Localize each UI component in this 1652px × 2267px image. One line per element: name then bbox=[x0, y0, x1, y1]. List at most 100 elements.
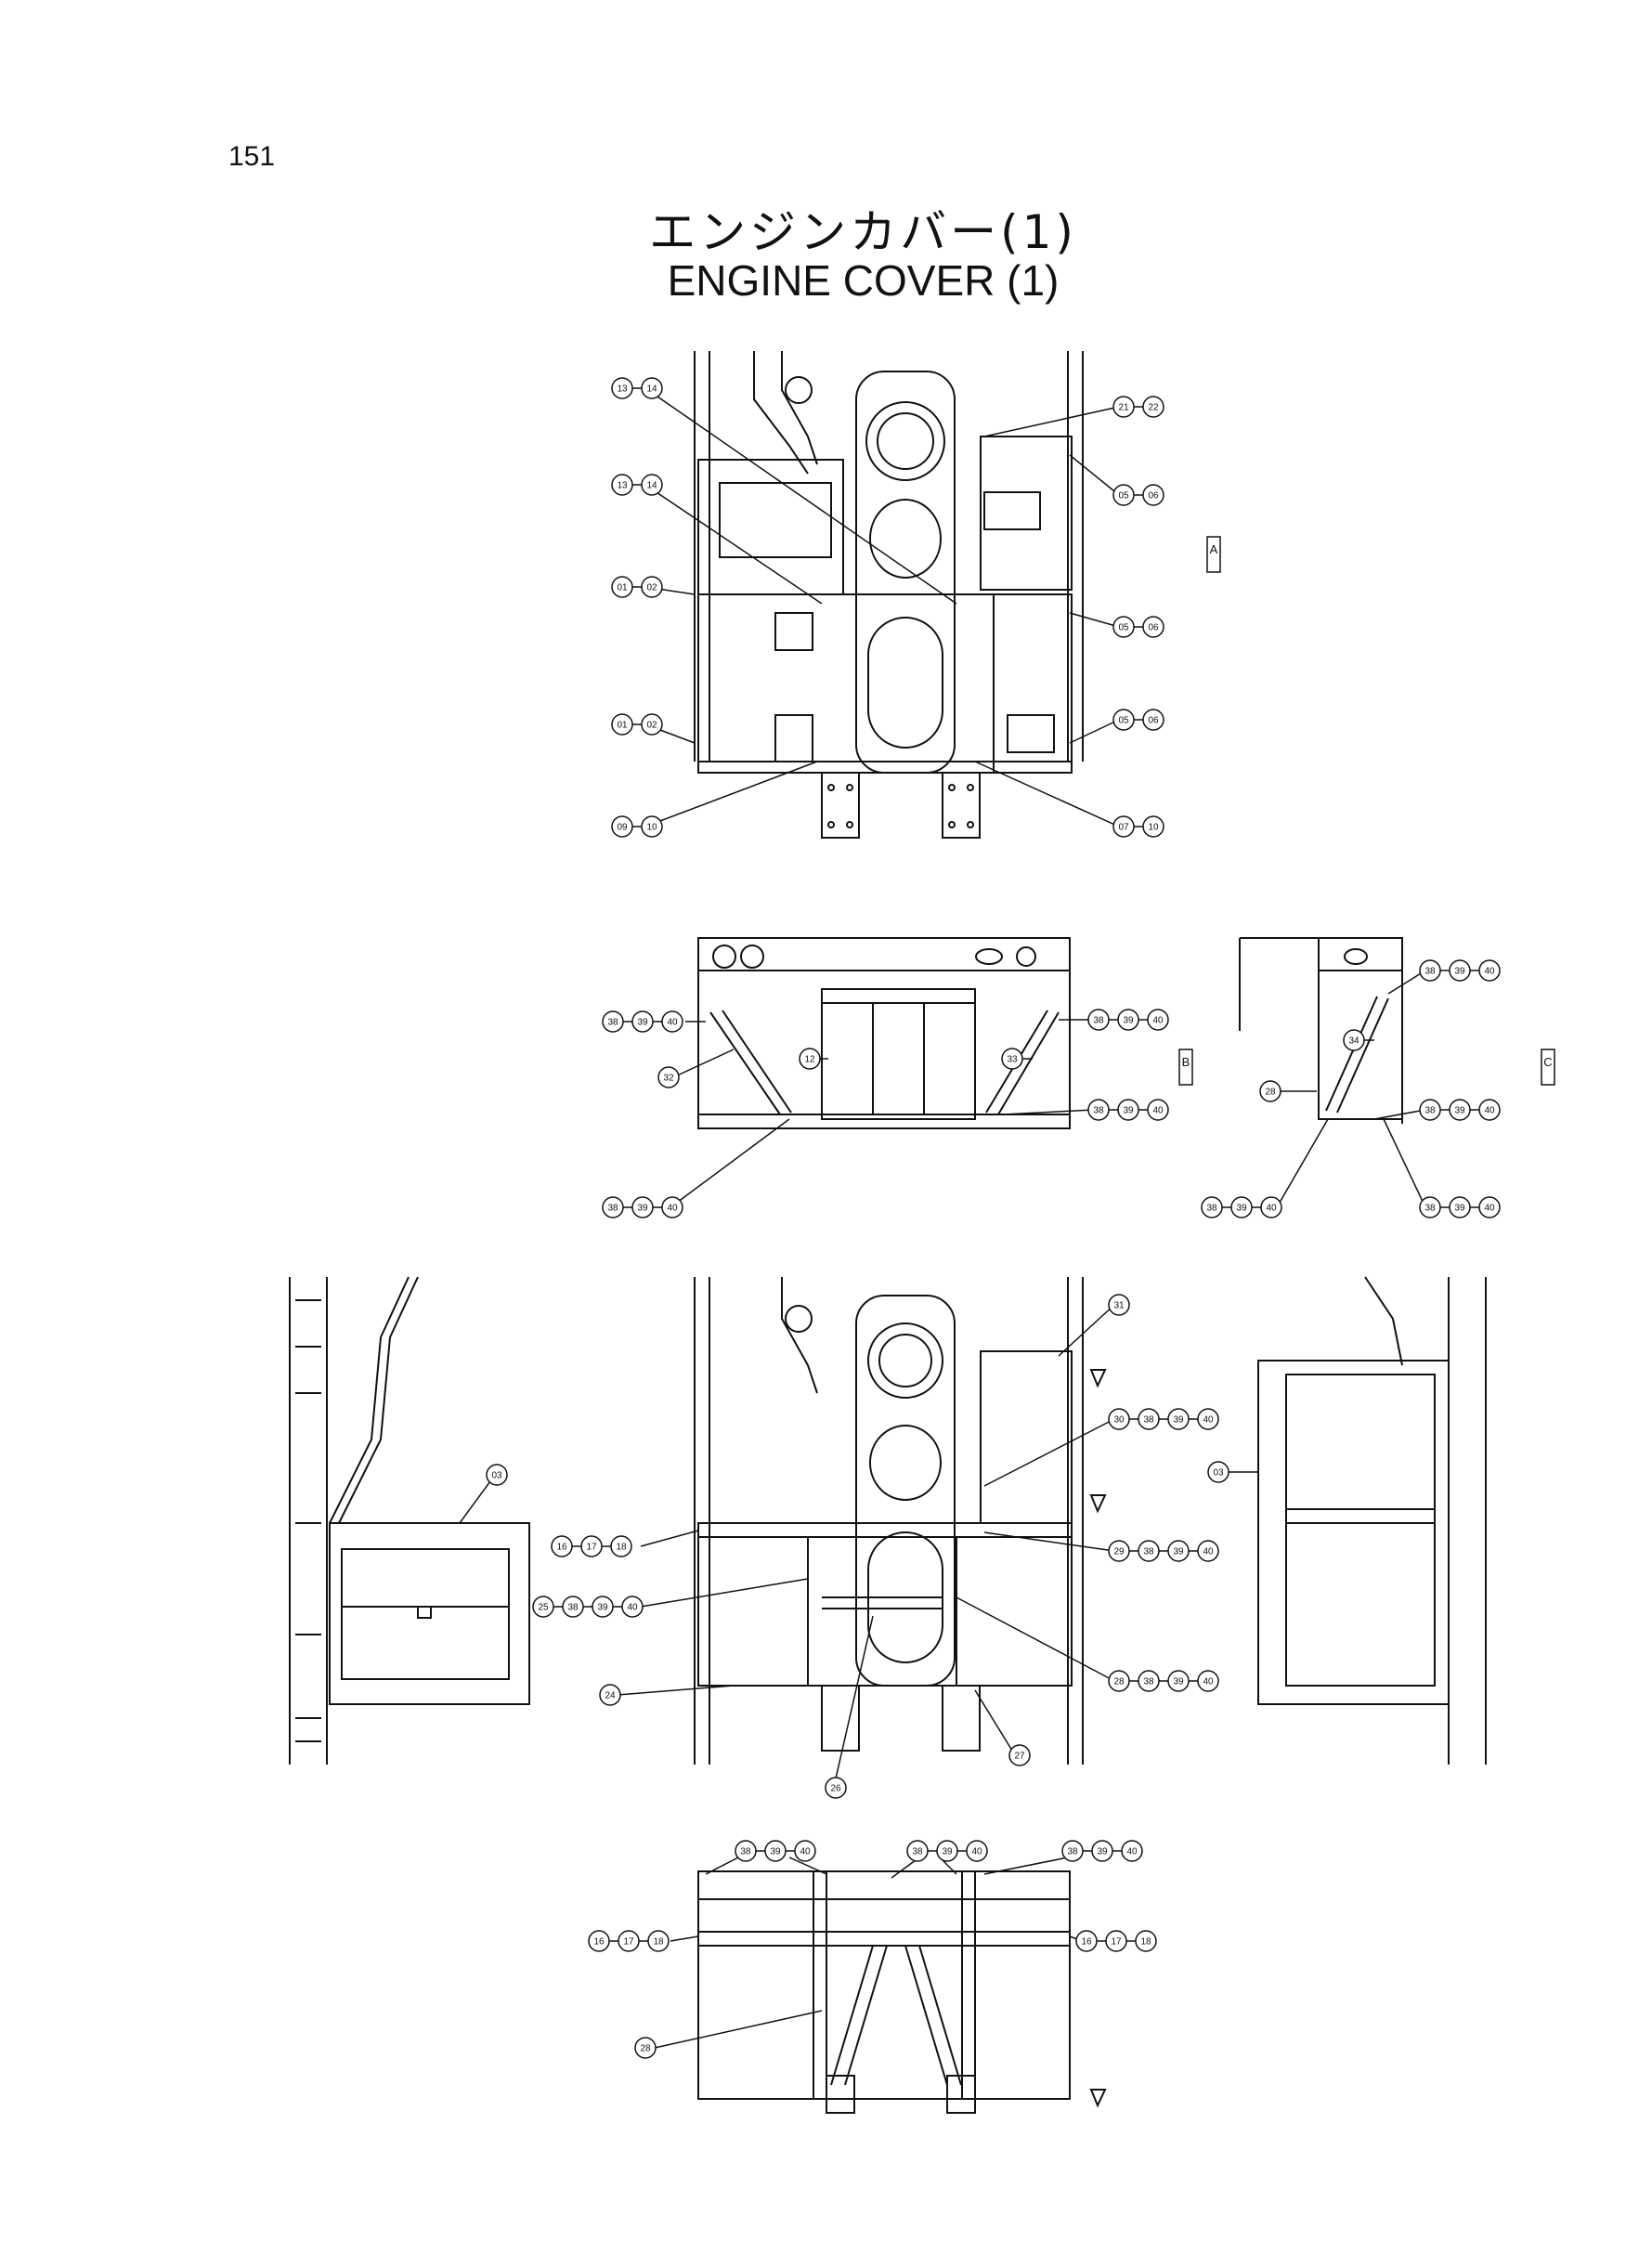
callout-number: 39 bbox=[1173, 1677, 1184, 1687]
callout-circle bbox=[966, 1840, 988, 1862]
callout-circle bbox=[641, 713, 663, 736]
callout-group: 03 bbox=[486, 1464, 508, 1486]
callout-number: 17 bbox=[586, 1543, 597, 1553]
callout-number: 38 bbox=[607, 1204, 618, 1214]
callout-number: 26 bbox=[830, 1784, 841, 1794]
callout-number: 40 bbox=[1484, 1106, 1495, 1116]
callout-group: 27 bbox=[1008, 1744, 1031, 1766]
callout-circle bbox=[1142, 815, 1164, 838]
callout-group: 38 39 40 bbox=[735, 1840, 816, 1862]
callout-circle bbox=[794, 1840, 816, 1862]
callout-circle bbox=[661, 1010, 683, 1033]
callout-circle bbox=[1197, 1670, 1219, 1692]
title-japanese: エンジンカバー(1) bbox=[649, 205, 1077, 259]
callout-circle bbox=[1207, 1461, 1229, 1483]
callout-circle bbox=[799, 1048, 821, 1070]
callout-number: 38 bbox=[1424, 1204, 1436, 1214]
callout-number: 40 bbox=[1484, 967, 1495, 977]
callout-number: 27 bbox=[1014, 1752, 1025, 1762]
callout-number: 16 bbox=[593, 1937, 605, 1948]
callout-number: 01 bbox=[617, 583, 628, 593]
callout-number: 38 bbox=[1093, 1016, 1104, 1026]
callout-group: 33 bbox=[1001, 1048, 1023, 1070]
callout-number: 38 bbox=[1206, 1204, 1217, 1214]
section-c-frame bbox=[1239, 937, 1403, 1124]
callout-circle bbox=[1197, 1540, 1219, 1562]
section-b-frame bbox=[697, 937, 1071, 1129]
callout-number: 05 bbox=[1118, 623, 1129, 633]
callout-group: 28 bbox=[634, 2037, 657, 2059]
callout-circle bbox=[1478, 1099, 1501, 1121]
callout-circle bbox=[1142, 709, 1164, 731]
callout-number: 39 bbox=[597, 1603, 608, 1613]
callout-group: 03 bbox=[1207, 1461, 1229, 1483]
callout-number: 38 bbox=[567, 1603, 579, 1613]
callout-circle bbox=[661, 1196, 683, 1218]
callout-group: 28 bbox=[1259, 1080, 1281, 1102]
callout-number: 40 bbox=[971, 1847, 982, 1857]
callout-number: 13 bbox=[617, 384, 628, 395]
callout-circle bbox=[1478, 1196, 1501, 1218]
callout-number: 03 bbox=[491, 1471, 502, 1481]
callout-number: 17 bbox=[623, 1937, 634, 1948]
callout-circle bbox=[634, 2037, 657, 2059]
callout-circle bbox=[641, 377, 663, 399]
section-c-letter: C bbox=[1543, 1055, 1552, 1069]
callout-number: 28 bbox=[640, 2044, 651, 2054]
callout-number: 32 bbox=[663, 1074, 674, 1084]
callout-number: 40 bbox=[667, 1018, 678, 1028]
callout-number: 39 bbox=[770, 1847, 781, 1857]
callout-circle bbox=[621, 1596, 644, 1618]
callout-number: 39 bbox=[637, 1018, 648, 1028]
callout-number: 02 bbox=[646, 583, 657, 593]
callout-number: 31 bbox=[1113, 1301, 1125, 1311]
callout-group: 21 22 bbox=[1112, 396, 1164, 418]
callout-number: 38 bbox=[740, 1847, 751, 1857]
callout-number: 10 bbox=[1148, 823, 1159, 833]
callout-number: 25 bbox=[538, 1603, 549, 1613]
callout-circle bbox=[641, 576, 663, 598]
callout-circle bbox=[610, 1535, 632, 1557]
callout-number: 14 bbox=[646, 481, 657, 491]
callout-number: 39 bbox=[942, 1847, 953, 1857]
callout-circle bbox=[641, 474, 663, 496]
callout-number: 39 bbox=[1123, 1016, 1134, 1026]
callout-number: 39 bbox=[1454, 1106, 1465, 1116]
callout-circle bbox=[1343, 1029, 1365, 1051]
callout-number: 22 bbox=[1148, 403, 1159, 413]
callout-number: 39 bbox=[1097, 1847, 1108, 1857]
callout-circle bbox=[1142, 484, 1164, 506]
callout-number: 39 bbox=[1123, 1106, 1134, 1116]
callout-number: 24 bbox=[605, 1691, 616, 1701]
callout-number: 38 bbox=[1424, 967, 1436, 977]
callout-number: 39 bbox=[1236, 1204, 1247, 1214]
callout-number: 39 bbox=[1173, 1415, 1184, 1426]
callout-number: 21 bbox=[1118, 403, 1129, 413]
callout-number: 40 bbox=[1484, 1204, 1495, 1214]
callout-number: 40 bbox=[800, 1847, 811, 1857]
callout-number: 40 bbox=[1203, 1415, 1214, 1426]
callout-circle bbox=[486, 1464, 508, 1486]
bottom-view-frame bbox=[697, 1870, 1071, 2114]
page-number: 151 bbox=[228, 141, 276, 172]
top-view-frame bbox=[694, 351, 1084, 839]
callout-number: 38 bbox=[1093, 1106, 1104, 1116]
callout-circle bbox=[1147, 1099, 1169, 1121]
callout-number: 01 bbox=[617, 721, 628, 731]
callout-number: 33 bbox=[1007, 1055, 1018, 1065]
